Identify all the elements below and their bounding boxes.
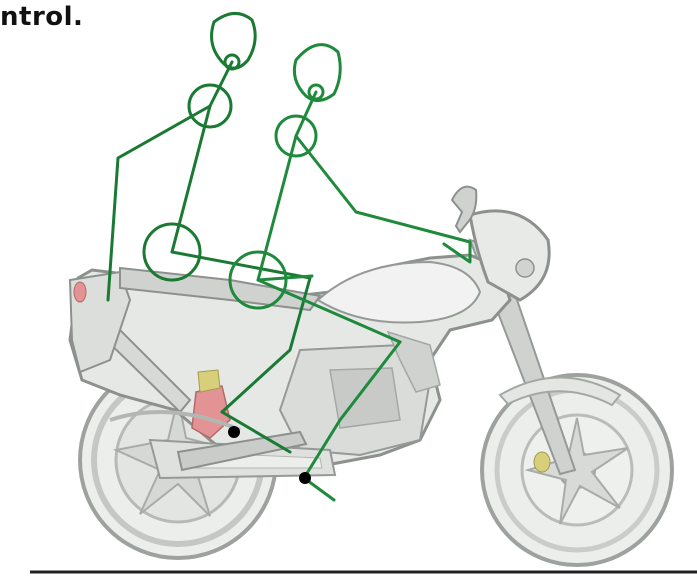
motorcycle-icon xyxy=(70,187,672,565)
reservoir xyxy=(198,370,220,392)
tail-light xyxy=(74,282,86,302)
footpeg-marker-dot xyxy=(228,426,240,438)
brake-caliper xyxy=(534,452,550,472)
pillion-head xyxy=(212,13,256,68)
footpeg-marker-dot xyxy=(299,472,311,484)
